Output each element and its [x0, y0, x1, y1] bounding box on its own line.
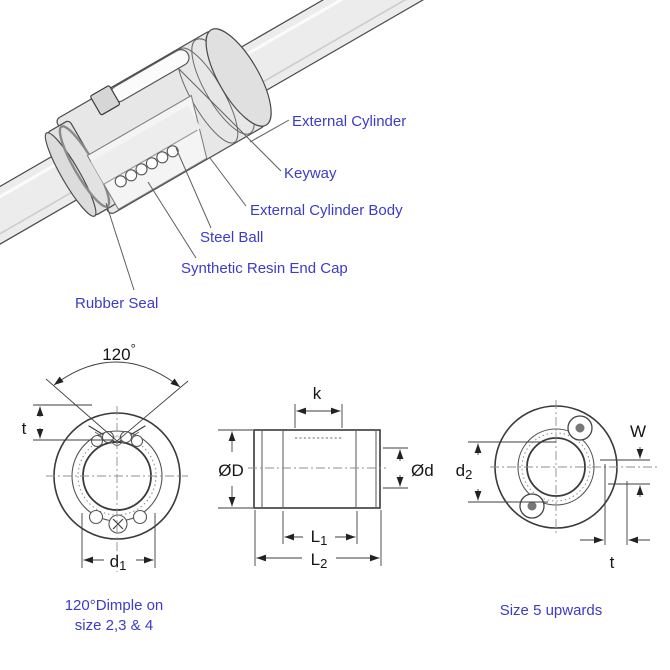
side-section-view: k ØD Ød L1	[218, 384, 434, 571]
shaft-in-cut	[90, 105, 201, 185]
label-synthetic-resin-end-cap: Synthetic Resin End Cap	[181, 260, 348, 277]
label-external-cylinder: External Cylinder	[292, 113, 406, 130]
right-end-view: d2 W t Size 5 upwards	[456, 400, 658, 619]
leader-synthetic-resin-end-cap	[147, 181, 197, 259]
angle-dimension: 120°	[45, 341, 189, 442]
angle-text: 120°	[102, 341, 136, 364]
l1-dimension: L1	[282, 511, 358, 548]
left-caption: 120°Dimple on size 2,3 & 4	[65, 597, 164, 634]
ball	[132, 509, 148, 525]
od-text: ØD	[218, 461, 244, 480]
steel-ball	[166, 145, 179, 158]
d2-dimension: d2	[456, 441, 556, 503]
l2-text: L2	[311, 550, 328, 571]
leader-lines	[105, 67, 290, 291]
steel-ball	[145, 157, 158, 170]
bore-edge	[103, 129, 198, 185]
od-dimension: ØD	[218, 429, 253, 509]
part-labels: External Cylinder Keyway External Cylind…	[75, 113, 406, 312]
steel-balls	[114, 145, 179, 188]
dimples	[519, 415, 593, 519]
steel-ball	[156, 151, 169, 164]
cylinder-end-face	[205, 28, 272, 127]
key-block	[90, 85, 121, 116]
steel-ball	[114, 175, 127, 188]
leader-external-cylinder	[249, 119, 290, 143]
steel-ball	[125, 169, 138, 182]
leader-rubber-seal	[105, 202, 135, 291]
t-text: t	[22, 419, 27, 438]
right-caption-text: Size 5 upwards	[500, 602, 603, 619]
bore-dimension: Ød	[383, 447, 434, 489]
ball	[91, 435, 103, 447]
leader-keyway	[177, 67, 282, 172]
label-rubber-seal: Rubber Seal	[75, 295, 158, 312]
label-steel-ball: Steel Ball	[200, 229, 263, 246]
isometric-illustration: External Cylinder Keyway External Cylind…	[0, 0, 426, 312]
t-dimension-left: t	[22, 404, 113, 441]
cylinder-outline	[253, 429, 381, 509]
k-dimension: k	[294, 384, 343, 428]
t-text: t	[610, 553, 615, 572]
d1-text: d1	[110, 552, 127, 573]
ball	[131, 435, 143, 447]
w-dimension: W	[600, 422, 650, 497]
groove-lines	[261, 431, 377, 507]
d2-text: d2	[456, 461, 473, 482]
end-cap-face	[44, 132, 97, 217]
l1-text: L1	[311, 527, 328, 548]
k-text: k	[313, 384, 322, 403]
steel-ball	[135, 163, 148, 176]
bottom-dimple-cross	[112, 518, 124, 530]
ball	[120, 431, 132, 443]
left-caption-line1: 120°Dimple on	[65, 597, 164, 614]
left-end-view: 120° t d1 120°Dimple on size 2,3 & 4	[22, 341, 189, 634]
label-keyway: Keyway	[284, 165, 337, 182]
d1-dimension: d1	[81, 513, 156, 573]
bore-text: Ød	[411, 461, 434, 480]
ball	[88, 509, 104, 525]
ball-track-ring	[521, 432, 591, 502]
w-text: W	[630, 422, 646, 441]
l2-dimension: L2	[254, 510, 382, 571]
t-dimension-right: t	[580, 464, 650, 572]
dimple-ball	[527, 501, 537, 511]
label-external-cylinder-body: External Cylinder Body	[250, 202, 403, 219]
leader-external-cylinder-body	[209, 157, 247, 207]
dimple-ball	[575, 423, 585, 433]
left-caption-line2: size 2,3 & 4	[75, 617, 153, 634]
right-caption: Size 5 upwards	[500, 602, 603, 619]
leader-steel-ball	[175, 147, 212, 229]
